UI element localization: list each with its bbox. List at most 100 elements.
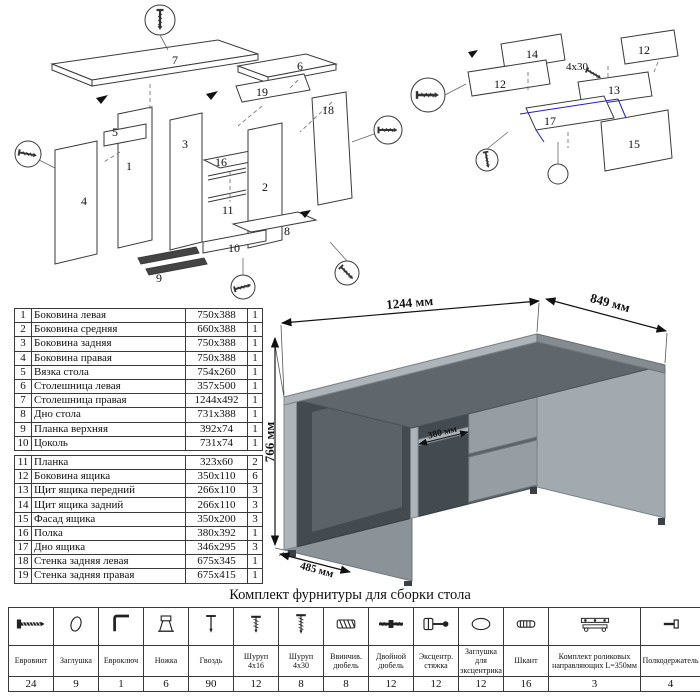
screw-4x16-icon — [233, 607, 279, 646]
part-name: Стенка задняя правая — [31, 568, 186, 584]
shelf-pin-icon — [640, 607, 700, 646]
part-name: Столешница правая — [31, 393, 186, 409]
part-label: 12 — [494, 77, 506, 91]
hardware-icons-row — [8, 607, 700, 646]
part-name: Дно стола — [31, 407, 186, 423]
part-label: 7 — [172, 53, 178, 67]
hardware-name: Заглушка — [53, 645, 99, 677]
exploded-desk-diagram: 7 6 19 18 5 3 16 2 1 4 11 8 10 9 — [14, 4, 403, 300]
hardware-name: Эксцентр. стяжка — [413, 645, 459, 677]
part-number: 14 — [14, 497, 32, 513]
hardware-name: Евровинт — [8, 645, 54, 677]
part-label: 1 — [126, 159, 132, 173]
dowel-icon — [503, 607, 549, 646]
hardware-name: Полкодержатель — [640, 645, 700, 677]
part-number: 19 — [14, 568, 32, 584]
hardware-name: Двойной дюбель — [368, 645, 414, 677]
hardware-qty: 12 — [233, 676, 279, 692]
part-label: 10 — [228, 241, 240, 255]
part-name: Столешница левая — [31, 378, 186, 395]
part-number: 11 — [14, 454, 32, 471]
left-depth-dimension: 485 мм — [299, 560, 336, 581]
part-label: 5 — [112, 125, 118, 139]
part-label: 6 — [297, 59, 303, 73]
desk-dimension-labels: 1244 мм 849 мм 766 мм 485 мм 380 мм — [262, 292, 632, 580]
part-name: Щит ящика передний — [31, 483, 186, 499]
part-name: Вязка стола — [31, 364, 186, 380]
part-label: 14 — [526, 47, 538, 61]
part-name: Фасад ящика — [31, 511, 186, 527]
part-qty: 1 — [247, 421, 263, 437]
part-qty: 3 — [247, 539, 263, 556]
hardware-qty: 4 — [640, 676, 700, 692]
hardware-name: Гвоздь — [188, 645, 234, 677]
desk-parts-lineart — [50, 39, 353, 276]
part-size: 392x74 — [185, 421, 248, 437]
hardware-kit-title: Комплект фурнитуры для сборки стола — [229, 587, 471, 603]
part-qty: 3 — [247, 483, 263, 499]
part-label: 16 — [215, 155, 227, 169]
hardware-qty: 24 — [8, 676, 54, 692]
part-size: 750x388 — [185, 307, 248, 324]
hardware-qty: 12 — [458, 676, 504, 692]
desk-body — [283, 333, 666, 586]
screw-dowel-icon — [323, 607, 369, 646]
double-dowel-icon — [368, 607, 414, 646]
part-number: 4 — [14, 350, 32, 366]
part-qty: 1 — [247, 350, 263, 366]
foot-icon — [143, 607, 189, 646]
hardware-qty: 90 — [188, 676, 234, 692]
part-qty: 3 — [247, 497, 263, 513]
part-qty: 1 — [247, 336, 263, 352]
part-label: 18 — [322, 103, 334, 117]
part-size: 357x500 — [185, 378, 248, 395]
part-name: Планка верхняя — [31, 421, 186, 437]
part-number: 1 — [14, 307, 32, 324]
part-label: 13 — [608, 83, 620, 97]
part-qty: 1 — [247, 364, 263, 380]
cam-cap-icon — [458, 607, 504, 646]
hardware-qty: 16 — [503, 676, 549, 692]
part-size: 350x110 — [185, 469, 248, 485]
assembled-desk-render: 1244 мм 849 мм 766 мм 485 мм 380 мм — [262, 292, 668, 586]
part-label: 19 — [256, 85, 268, 99]
part-name: Стенка задняя левая — [31, 554, 186, 570]
part-name: Щит ящика задний — [31, 497, 186, 513]
part-qty: 1 — [247, 407, 263, 423]
part-number: 8 — [14, 407, 32, 423]
part-number: 2 — [14, 322, 32, 338]
part-number: 6 — [14, 378, 32, 395]
hardware-name: Шуруп 4x30 — [278, 645, 324, 677]
part-name: Планка — [31, 454, 186, 471]
part-qty: 1 — [247, 393, 263, 409]
euro-screw-icon — [8, 607, 54, 646]
screw-4x30-icon — [278, 607, 324, 646]
part-number: 10 — [14, 435, 32, 451]
part-number: 7 — [14, 393, 32, 409]
cam-bolt-icon — [413, 607, 459, 646]
width-dimension: 1244 мм — [386, 293, 434, 312]
part-label: 17 — [544, 114, 556, 128]
drawer-fastener-callouts — [410, 66, 604, 185]
nail-icon — [188, 607, 234, 646]
hardware-name: Шуруп 4x16 — [233, 645, 279, 677]
desk-dimensions — [270, 297, 668, 574]
part-size: 750x388 — [185, 336, 248, 352]
part-size: 675x345 — [185, 554, 248, 570]
part-size: 266x110 — [185, 483, 248, 499]
